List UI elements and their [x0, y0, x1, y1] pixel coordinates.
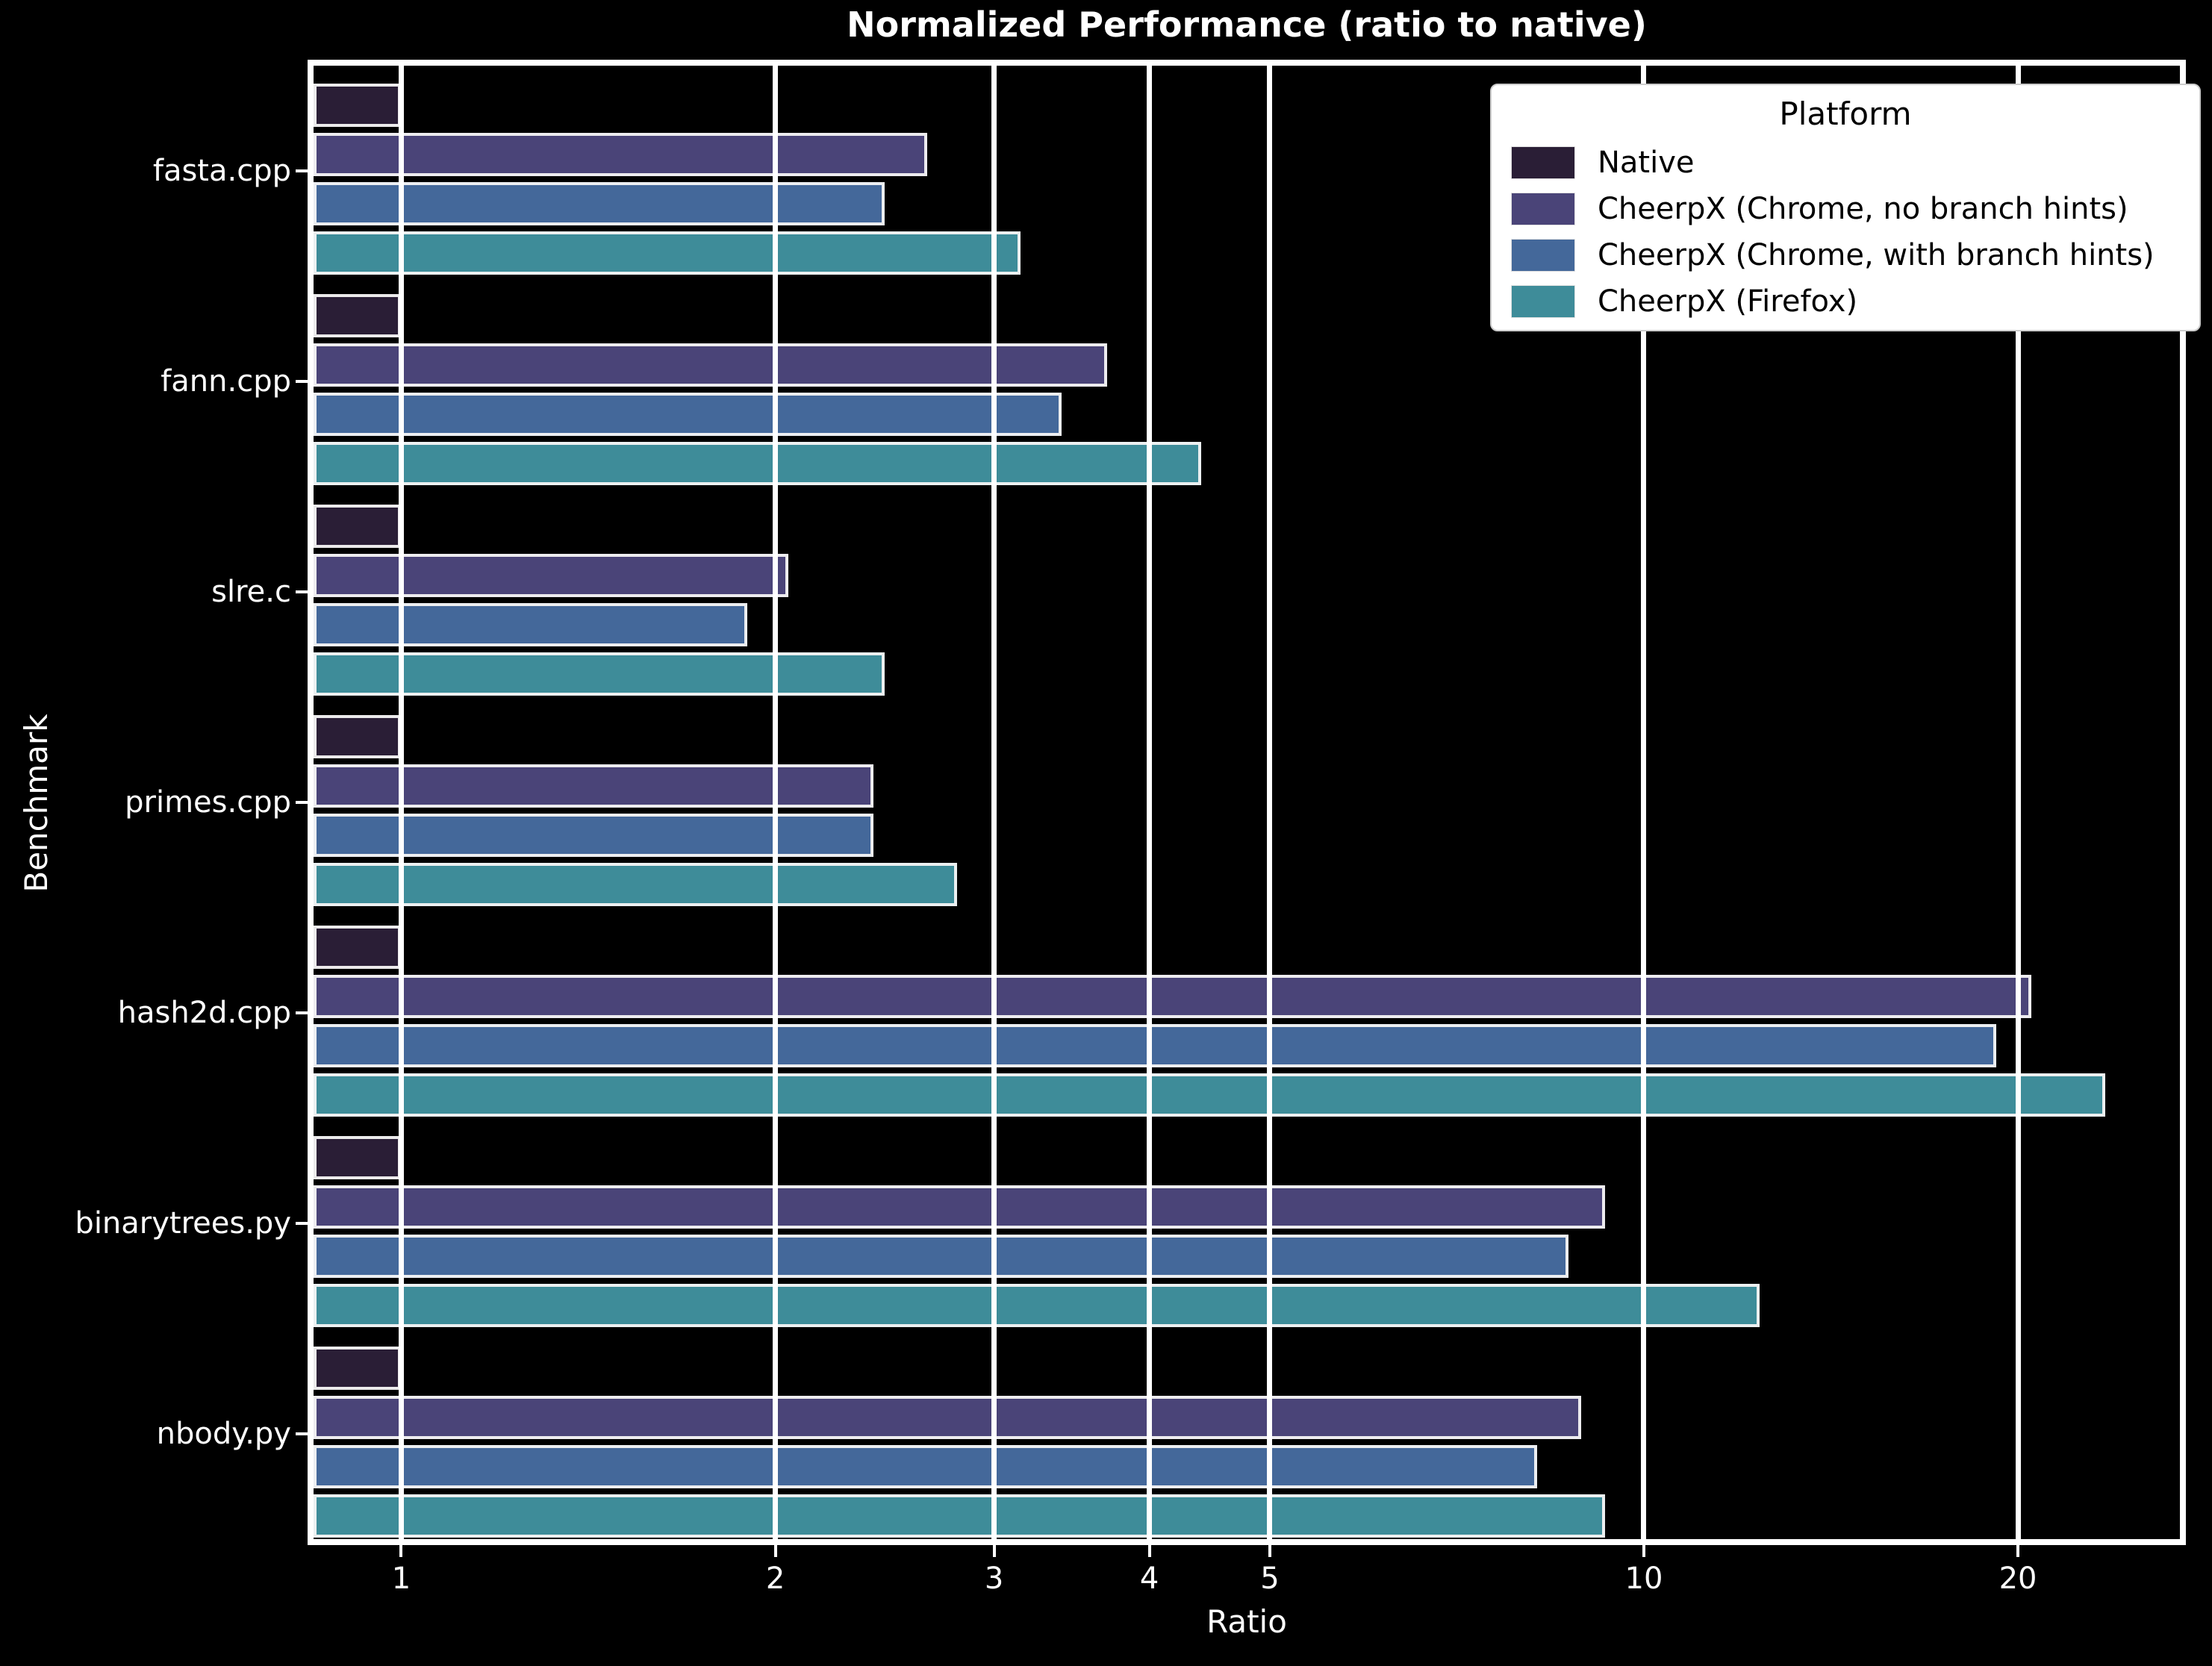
bar-cheerpx-chrome-no-branch-hints-slre-c	[314, 554, 789, 597]
bar-cheerpx-chrome-no-branch-hints-fasta-cpp	[314, 133, 927, 176]
y-tick-mark-nbody-py	[296, 1432, 308, 1435]
bar-cheerpx-chrome-with-branch-hints-fann-cpp	[314, 393, 1062, 436]
bar-cheerpx-firefox-nbody-py	[314, 1494, 1605, 1538]
gridline-x-4	[1147, 66, 1153, 1539]
legend-title: Platform	[1779, 96, 1912, 132]
bar-native-primes-cpp	[314, 715, 402, 758]
legend-row-3: CheerpX (Firefox)	[1492, 278, 2199, 325]
legend-swatch-2	[1511, 239, 1575, 272]
y-tick-label-primes-cpp: primes.cpp	[125, 785, 291, 820]
bar-cheerpx-chrome-with-branch-hints-hash2d-cpp	[314, 1024, 1996, 1067]
bar-cheerpx-chrome-no-branch-hints-primes-cpp	[314, 764, 874, 808]
bar-cheerpx-firefox-slre-c	[314, 652, 885, 696]
bar-cheerpx-chrome-with-branch-hints-nbody-py	[314, 1445, 1537, 1488]
y-tick-label-binarytrees-py: binarytrees.py	[75, 1206, 291, 1241]
gridline-x-3	[991, 66, 997, 1539]
y-tick-label-nbody-py: nbody.py	[156, 1417, 291, 1451]
legend-swatch-1	[1511, 193, 1575, 225]
bar-cheerpx-firefox-fasta-cpp	[314, 231, 1021, 275]
bar-native-nbody-py	[314, 1347, 402, 1390]
y-tick-mark-primes-cpp	[296, 801, 308, 804]
bar-cheerpx-chrome-with-branch-hints-slre-c	[314, 603, 748, 646]
gridline-x-1	[398, 66, 404, 1539]
x-tick-mark-4	[1147, 1545, 1151, 1557]
bar-cheerpx-firefox-hash2d-cpp	[314, 1073, 2105, 1117]
bar-cheerpx-chrome-with-branch-hints-fasta-cpp	[314, 182, 885, 225]
gridline-x-5	[1267, 66, 1273, 1539]
x-tick-mark-5	[1268, 1545, 1271, 1557]
x-tick-label-1: 1	[391, 1562, 411, 1596]
legend-label-3: CheerpX (Firefox)	[1598, 284, 1858, 319]
bar-cheerpx-chrome-no-branch-hints-fann-cpp	[314, 343, 1108, 387]
bar-native-slre-c	[314, 505, 402, 548]
x-tick-label-3: 3	[984, 1562, 1004, 1596]
legend-row-2: CheerpX (Chrome, with branch hints)	[1492, 232, 2199, 278]
y-tick-label-slre-c: slre.c	[211, 575, 291, 609]
bar-cheerpx-chrome-with-branch-hints-primes-cpp	[314, 814, 874, 857]
bar-cheerpx-chrome-no-branch-hints-nbody-py	[314, 1396, 1581, 1439]
x-tick-mark-1	[399, 1545, 403, 1557]
y-tick-mark-binarytrees-py	[296, 1222, 308, 1225]
legend-row-1: CheerpX (Chrome, no branch hints)	[1492, 186, 2199, 232]
legend-row-0: Native	[1492, 140, 2199, 186]
y-tick-mark-hash2d-cpp	[296, 1011, 308, 1014]
bar-native-fasta-cpp	[314, 84, 402, 127]
bar-cheerpx-firefox-primes-cpp	[314, 863, 957, 906]
x-tick-label-2: 2	[765, 1562, 785, 1596]
y-tick-mark-slre-c	[296, 590, 308, 593]
x-tick-label-4: 4	[1139, 1562, 1159, 1596]
bar-cheerpx-chrome-with-branch-hints-binarytrees-py	[314, 1235, 1569, 1278]
x-tick-mark-20	[2016, 1545, 2020, 1557]
bar-native-hash2d-cpp	[314, 926, 402, 969]
x-tick-label-20: 20	[1998, 1562, 2037, 1596]
plot-area	[314, 66, 2180, 1539]
bar-cheerpx-chrome-no-branch-hints-binarytrees-py	[314, 1185, 1605, 1229]
legend-label-1: CheerpX (Chrome, no branch hints)	[1598, 192, 2128, 226]
bar-cheerpx-firefox-fann-cpp	[314, 442, 1201, 485]
y-tick-mark-fann-cpp	[296, 380, 308, 383]
legend-swatch-3	[1511, 285, 1575, 318]
legend-label-2: CheerpX (Chrome, with branch hints)	[1598, 238, 2155, 272]
y-tick-label-fasta-cpp: fasta.cpp	[152, 154, 291, 188]
bar-native-fann-cpp	[314, 294, 402, 337]
bar-cheerpx-firefox-binarytrees-py	[314, 1284, 1760, 1327]
y-tick-label-hash2d-cpp: hash2d.cpp	[117, 996, 291, 1030]
y-tick-mark-fasta-cpp	[296, 169, 308, 172]
chart-title: Normalized Performance (ratio to native)	[847, 4, 1647, 45]
gridline-x-20	[2015, 66, 2021, 1539]
gridline-x-2	[773, 66, 779, 1539]
gridline-x-10	[1641, 66, 1647, 1539]
bar-cheerpx-chrome-no-branch-hints-hash2d-cpp	[314, 975, 2031, 1018]
legend-label-0: Native	[1598, 146, 1695, 180]
x-tick-label-10: 10	[1624, 1562, 1663, 1596]
x-tick-mark-3	[992, 1545, 996, 1557]
x-axis-label: Ratio	[1206, 1603, 1287, 1640]
bar-native-binarytrees-py	[314, 1136, 402, 1179]
x-tick-mark-2	[773, 1545, 777, 1557]
legend-swatch-0	[1511, 146, 1575, 179]
x-tick-label-5: 5	[1260, 1562, 1280, 1596]
x-tick-mark-10	[1642, 1545, 1645, 1557]
y-tick-label-fann-cpp: fann.cpp	[161, 364, 291, 399]
y-axis-label: Benchmark	[18, 714, 54, 893]
